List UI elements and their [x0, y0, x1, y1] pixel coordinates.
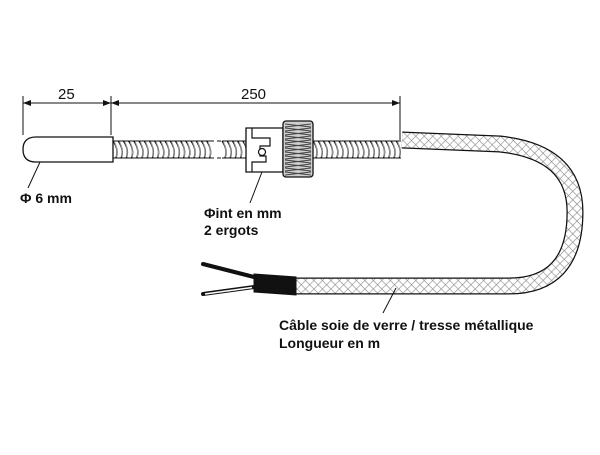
- spring-coil-shade: [202, 141, 206, 158]
- spring-coil-shade: [114, 141, 118, 158]
- fitting-diameter-label: Φint en mm: [204, 205, 282, 221]
- spring-coil-shade: [350, 141, 354, 158]
- spring-coil-shade: [228, 141, 232, 158]
- arrow-25-right: [103, 100, 111, 106]
- spring-coil-shade: [140, 141, 144, 158]
- knurl-line: [284, 135, 312, 140]
- spring-coil-shade: [386, 141, 391, 158]
- spring-coil-shade: [345, 141, 349, 158]
- braided-cable: [295, 131, 584, 295]
- spring-sheath-left: [112, 140, 212, 159]
- braided-cable-fill: [295, 132, 583, 294]
- spring-coil-shade: [371, 141, 375, 158]
- leader-fitting: [249, 171, 263, 204]
- knurl-pattern: [284, 123, 312, 176]
- spring-coil-shade: [124, 141, 128, 158]
- arrow-250-right: [392, 100, 400, 106]
- spring-coil-shade: [366, 141, 370, 158]
- knurl-line: [284, 155, 312, 160]
- probe-tip: [22, 136, 114, 163]
- spring-coil-shade: [176, 141, 180, 158]
- knurl-line: [284, 171, 312, 176]
- spring-coil-shade: [233, 141, 237, 158]
- knurl-line: [284, 167, 312, 172]
- dimension-25-label: 25: [58, 86, 75, 103]
- knurl-line: [284, 139, 312, 144]
- cable-length-label: Longueur en m: [279, 335, 381, 351]
- arrow-25-left: [23, 100, 31, 106]
- knurl-line: [284, 127, 312, 132]
- spring-coil-shade: [340, 141, 344, 158]
- spring-coil-shade: [171, 141, 175, 158]
- spring-coil-shade: [381, 141, 386, 158]
- spring-coil-shade: [324, 141, 328, 158]
- spring-coil-shade: [166, 141, 170, 158]
- dimension-250-label: 250: [241, 86, 267, 103]
- spring-coil-shade: [355, 141, 360, 158]
- spring-sheath-right: [221, 140, 401, 159]
- bayonet-pin: [257, 147, 267, 157]
- spring-coil-shade: [192, 141, 196, 158]
- spring-coil-shade: [397, 141, 401, 158]
- spring-coil-shade: [181, 141, 186, 158]
- spring-coil-shade: [314, 141, 318, 158]
- spring-coil-shade: [197, 141, 201, 158]
- wire-lower-core: [204, 286, 253, 295]
- spring-coil-shade: [160, 141, 165, 158]
- probe-diameter-label: Φ 6 mm: [20, 190, 72, 206]
- spring-coil-shade: [186, 141, 191, 158]
- spring-coil-shade: [129, 141, 134, 158]
- arrow-250-left: [111, 100, 119, 106]
- spring-coil-shade: [319, 141, 323, 158]
- spring-coil-shade: [145, 141, 149, 158]
- spring-coil-shade: [329, 141, 334, 158]
- leader-diameter: [27, 161, 41, 189]
- knurl-line: [284, 131, 312, 136]
- spring-coil-shade: [119, 141, 123, 158]
- spring-coil-shade: [334, 141, 339, 158]
- knurl-line: [284, 163, 312, 168]
- knurl-line: [284, 147, 312, 152]
- fitting-pins-label: 2 ergots: [204, 222, 259, 238]
- knurl-line: [284, 159, 312, 164]
- spring-coil-shade: [376, 141, 380, 158]
- leader-cable: [382, 287, 397, 314]
- knurl-line: [284, 123, 312, 128]
- spring-coil-shade: [150, 141, 154, 158]
- spring-coil-shade: [238, 141, 243, 158]
- spring-coil-shade: [155, 141, 160, 158]
- knurl-line: [284, 151, 312, 156]
- spring-coil-shade: [360, 141, 365, 158]
- spring-coil-shade: [134, 141, 139, 158]
- spring-coil-shade: [207, 141, 212, 158]
- wire-upper: [201, 262, 256, 279]
- spring-coil-shade: [223, 141, 227, 158]
- cable-type-label: Câble soie de verre / tresse métallique: [279, 317, 534, 333]
- knurl-line: [284, 143, 312, 148]
- spring-coil-shade: [392, 141, 396, 158]
- cable-sleeve: [253, 273, 297, 296]
